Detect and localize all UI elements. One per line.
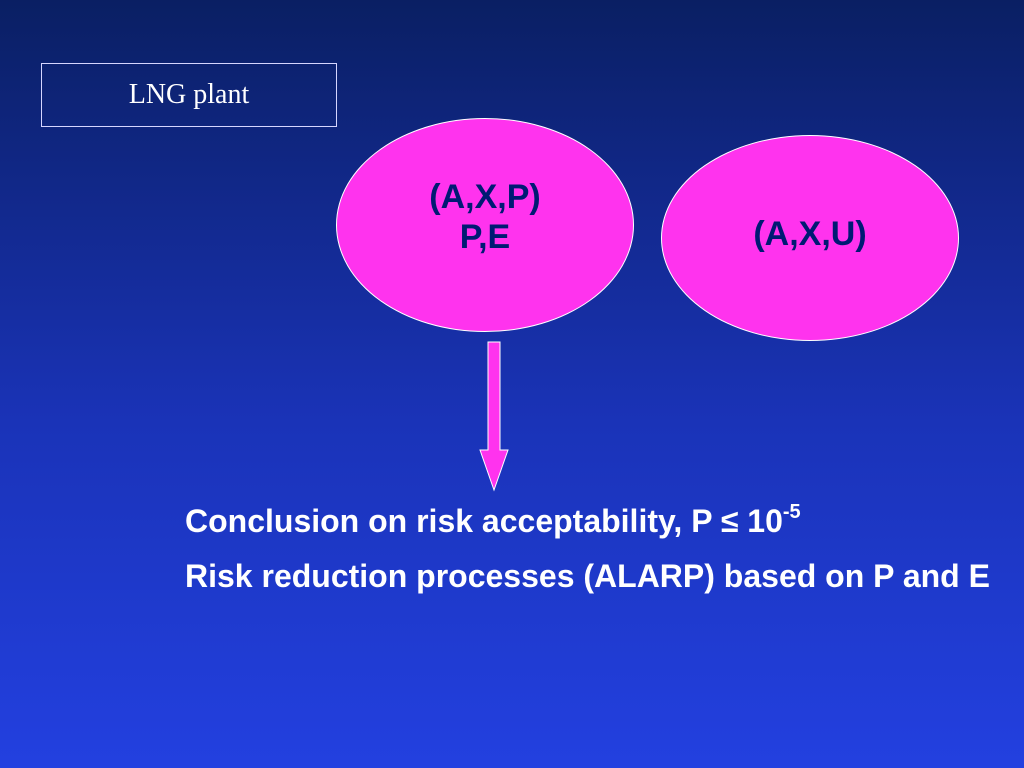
node-axp-label: (A,X,P) <box>429 178 541 216</box>
lng-plant-label: LNG plant <box>128 79 250 110</box>
exponent: -5 <box>782 501 801 523</box>
lng-plant-box: LNG plant <box>41 63 337 127</box>
risk-reduction-processes: Risk reduction processes (ALARP) based o… <box>185 558 990 594</box>
node-pe-label: P,E <box>459 218 511 256</box>
conclusions-text: Conclusion on risk acceptability, P ≤ 10… <box>185 501 995 613</box>
node-axu: (A,X,U) <box>661 135 959 341</box>
node-axu-label: (A,X,U) <box>753 215 867 253</box>
conclusion-risk-acceptability-text: Conclusion on risk acceptability, P ≤ 10 <box>185 503 783 539</box>
conclusion-risk-acceptability: Conclusion on risk acceptability, P ≤ 10… <box>185 501 995 540</box>
down-arrow-icon <box>479 341 509 492</box>
down-arrow-shape <box>479 341 509 492</box>
node-axp-pe: (A,X,P) P,E <box>336 118 634 332</box>
